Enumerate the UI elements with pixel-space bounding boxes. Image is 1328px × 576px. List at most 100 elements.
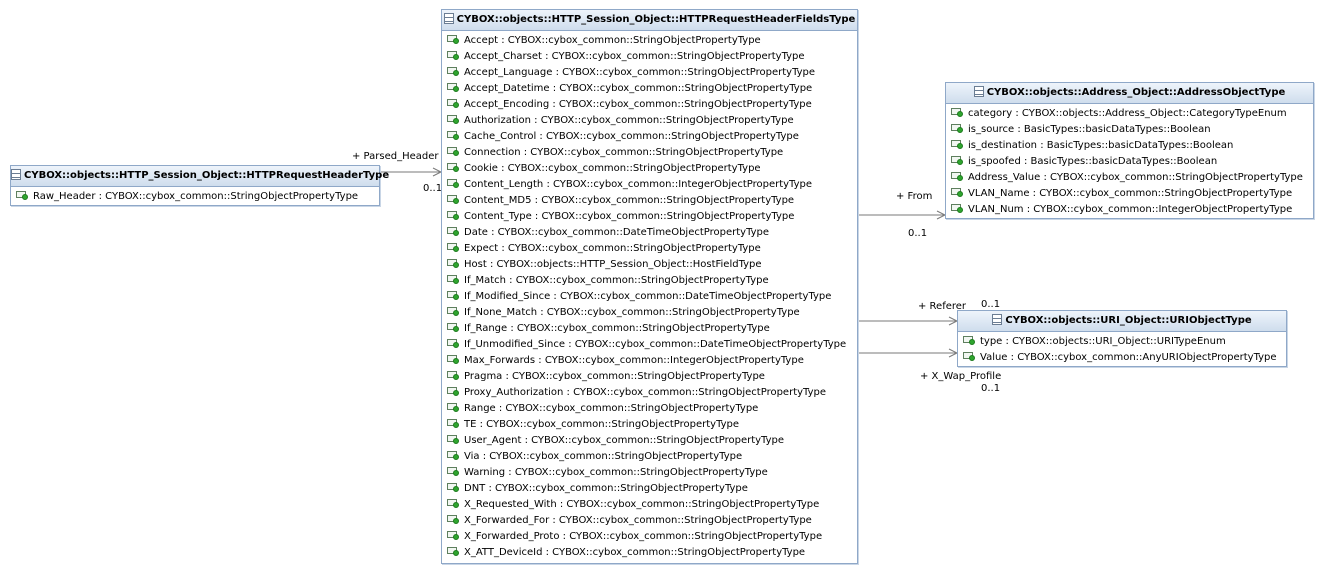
attribute-row[interactable]: Content_Length : CYBOX::cybox_common::In… — [442, 177, 857, 193]
attribute-row[interactable]: If_Range : CYBOX::cybox_common::StringOb… — [442, 321, 857, 337]
attribute-row[interactable]: User_Agent : CYBOX::cybox_common::String… — [442, 433, 857, 449]
attribute-icon — [447, 338, 460, 348]
attribute-icon — [447, 50, 460, 60]
multiplicity-from: 0..1 — [908, 228, 928, 239]
attribute-row[interactable]: VLAN_Num : CYBOX::cybox_common::IntegerO… — [946, 202, 1313, 218]
attribute-row[interactable]: Content_Type : CYBOX::cybox_common::Stri… — [442, 209, 857, 225]
class-box-uri-object-type[interactable]: CYBOX::objects::URI_Object::URIObjectTyp… — [957, 310, 1287, 367]
class-name: CYBOX::objects::HTTP_Session_Object::HTT… — [456, 14, 856, 25]
attribute-label: If_Unmodified_Since : CYBOX::cybox_commo… — [464, 339, 847, 350]
attribute-list: type : CYBOX::objects::URI_Object::URITy… — [958, 332, 1286, 366]
attribute-label: User_Agent : CYBOX::cybox_common::String… — [464, 435, 785, 446]
attribute-icon — [447, 210, 460, 220]
attribute-row[interactable]: If_Modified_Since : CYBOX::cybox_common:… — [442, 289, 857, 305]
attribute-icon — [447, 434, 460, 444]
attribute-list: category : CYBOX::objects::Address_Objec… — [946, 104, 1313, 218]
attribute-label: Accept_Encoding : CYBOX::cybox_common::S… — [464, 99, 812, 110]
class-box-http-request-header-fields-type[interactable]: CYBOX::objects::HTTP_Session_Object::HTT… — [441, 9, 858, 564]
attribute-row[interactable]: If_None_Match : CYBOX::cybox_common::Str… — [442, 305, 857, 321]
attribute-list: Raw_Header : CYBOX::cybox_common::String… — [11, 187, 379, 205]
attribute-icon — [447, 226, 460, 236]
attribute-row[interactable]: Max_Forwards : CYBOX::cybox_common::Inte… — [442, 353, 857, 369]
attribute-row[interactable]: Value : CYBOX::cybox_common::AnyURIObjec… — [958, 350, 1286, 366]
attribute-row[interactable]: Host : CYBOX::objects::HTTP_Session_Obje… — [442, 257, 857, 273]
attribute-icon — [447, 418, 460, 428]
attribute-icon — [447, 242, 460, 252]
attribute-row[interactable]: VLAN_Name : CYBOX::cybox_common::StringO… — [946, 186, 1313, 202]
attribute-label: Content_MD5 : CYBOX::cybox_common::Strin… — [464, 195, 795, 206]
attribute-row[interactable]: DNT : CYBOX::cybox_common::StringObjectP… — [442, 481, 857, 497]
attribute-row[interactable]: is_spoofed : BasicTypes::basicDataTypes:… — [946, 154, 1313, 170]
attribute-row[interactable]: Accept_Language : CYBOX::cybox_common::S… — [442, 65, 857, 81]
class-icon — [11, 169, 21, 180]
attribute-row[interactable]: Accept : CYBOX::cybox_common::StringObje… — [442, 33, 857, 49]
attribute-row[interactable]: Via : CYBOX::cybox_common::StringObjectP… — [442, 449, 857, 465]
attribute-label: If_None_Match : CYBOX::cybox_common::Str… — [464, 307, 800, 318]
attribute-label: Via : CYBOX::cybox_common::StringObjectP… — [464, 451, 743, 462]
attribute-row[interactable]: Address_Value : CYBOX::cybox_common::Str… — [946, 170, 1313, 186]
attribute-row[interactable]: Range : CYBOX::cybox_common::StringObjec… — [442, 401, 857, 417]
multiplicity-x-wap-profile: 0..1 — [981, 383, 1001, 394]
attribute-row[interactable]: X_Requested_With : CYBOX::cybox_common::… — [442, 497, 857, 513]
attribute-label: type : CYBOX::objects::URI_Object::URITy… — [980, 336, 1226, 347]
attribute-label: Authorization : CYBOX::cybox_common::Str… — [464, 115, 794, 126]
attribute-label: X_Requested_With : CYBOX::cybox_common::… — [464, 499, 820, 510]
attribute-icon — [447, 146, 460, 156]
attribute-icon — [951, 187, 964, 197]
attribute-row[interactable]: TE : CYBOX::cybox_common::StringObjectPr… — [442, 417, 857, 433]
attribute-icon — [16, 190, 29, 200]
attribute-icon — [447, 466, 460, 476]
attribute-icon — [447, 386, 460, 396]
class-icon — [973, 86, 984, 97]
attribute-row[interactable]: Cookie : CYBOX::cybox_common::StringObje… — [442, 161, 857, 177]
attribute-label: is_spoofed : BasicTypes::basicDataTypes:… — [968, 156, 1218, 167]
attribute-row[interactable]: Cache_Control : CYBOX::cybox_common::Str… — [442, 129, 857, 145]
attribute-label: is_source : BasicTypes::basicDataTypes::… — [968, 124, 1211, 135]
attribute-row[interactable]: Authorization : CYBOX::cybox_common::Str… — [442, 113, 857, 129]
attribute-row[interactable]: Connection : CYBOX::cybox_common::String… — [442, 145, 857, 161]
attribute-label: Date : CYBOX::cybox_common::DateTimeObje… — [464, 227, 770, 238]
attribute-label: X_ATT_DeviceId : CYBOX::cybox_common::St… — [464, 547, 806, 558]
attribute-label: Pragma : CYBOX::cybox_common::StringObje… — [464, 371, 765, 382]
attribute-icon — [951, 155, 964, 165]
class-name: CYBOX::objects::HTTP_Session_Object::HTT… — [24, 170, 390, 181]
attribute-label: Range : CYBOX::cybox_common::StringObjec… — [464, 403, 759, 414]
attribute-row[interactable]: X_ATT_DeviceId : CYBOX::cybox_common::St… — [442, 545, 857, 561]
attribute-label: X_Forwarded_For : CYBOX::cybox_common::S… — [464, 515, 812, 526]
attribute-label: Raw_Header : CYBOX::cybox_common::String… — [33, 191, 359, 202]
attribute-label: Accept_Charset : CYBOX::cybox_common::St… — [464, 51, 805, 62]
class-header: CYBOX::objects::HTTP_Session_Object::HTT… — [442, 10, 857, 31]
attribute-label: TE : CYBOX::cybox_common::StringObjectPr… — [464, 419, 740, 430]
attribute-row[interactable]: is_destination : BasicTypes::basicDataTy… — [946, 138, 1313, 154]
attribute-row[interactable]: category : CYBOX::objects::Address_Objec… — [946, 106, 1313, 122]
role-parsed-header: + Parsed_Header — [352, 151, 439, 162]
attribute-row[interactable]: is_source : BasicTypes::basicDataTypes::… — [946, 122, 1313, 138]
attribute-row[interactable]: type : CYBOX::objects::URI_Object::URITy… — [958, 334, 1286, 350]
attribute-label: Value : CYBOX::cybox_common::AnyURIObjec… — [980, 352, 1277, 363]
attribute-row[interactable]: If_Match : CYBOX::cybox_common::StringOb… — [442, 273, 857, 289]
attribute-label: Content_Length : CYBOX::cybox_common::In… — [464, 179, 813, 190]
attribute-row[interactable]: If_Unmodified_Since : CYBOX::cybox_commo… — [442, 337, 857, 353]
attribute-icon — [951, 107, 964, 117]
attribute-row[interactable]: X_Forwarded_For : CYBOX::cybox_common::S… — [442, 513, 857, 529]
attribute-row[interactable]: Pragma : CYBOX::cybox_common::StringObje… — [442, 369, 857, 385]
attribute-icon — [447, 258, 460, 268]
role-from: + From — [896, 191, 933, 202]
class-header: CYBOX::objects::URI_Object::URIObjectTyp… — [958, 311, 1286, 332]
attribute-row[interactable]: Raw_Header : CYBOX::cybox_common::String… — [11, 189, 379, 205]
attribute-icon — [447, 130, 460, 140]
attribute-row[interactable]: Accept_Datetime : CYBOX::cybox_common::S… — [442, 81, 857, 97]
attribute-row[interactable]: Warning : CYBOX::cybox_common::StringObj… — [442, 465, 857, 481]
class-box-http-request-header-type[interactable]: CYBOX::objects::HTTP_Session_Object::HTT… — [10, 165, 389, 206]
attribute-row[interactable]: Date : CYBOX::cybox_common::DateTimeObje… — [442, 225, 857, 241]
attribute-row[interactable]: Proxy_Authorization : CYBOX::cybox_commo… — [442, 385, 857, 401]
attribute-row[interactable]: Content_MD5 : CYBOX::cybox_common::Strin… — [442, 193, 857, 209]
attribute-row[interactable]: Accept_Charset : CYBOX::cybox_common::St… — [442, 49, 857, 65]
attribute-row[interactable]: Expect : CYBOX::cybox_common::StringObje… — [442, 241, 857, 257]
class-header: CYBOX::objects::Address_Object::AddressO… — [946, 83, 1313, 104]
attribute-row[interactable]: Accept_Encoding : CYBOX::cybox_common::S… — [442, 97, 857, 113]
attribute-label: DNT : CYBOX::cybox_common::StringObjectP… — [464, 483, 748, 494]
attribute-row[interactable]: X_Forwarded_Proto : CYBOX::cybox_common:… — [442, 529, 857, 545]
class-box-address-object-type[interactable]: CYBOX::objects::Address_Object::AddressO… — [945, 82, 1314, 219]
attribute-list: Accept : CYBOX::cybox_common::StringObje… — [442, 31, 857, 561]
